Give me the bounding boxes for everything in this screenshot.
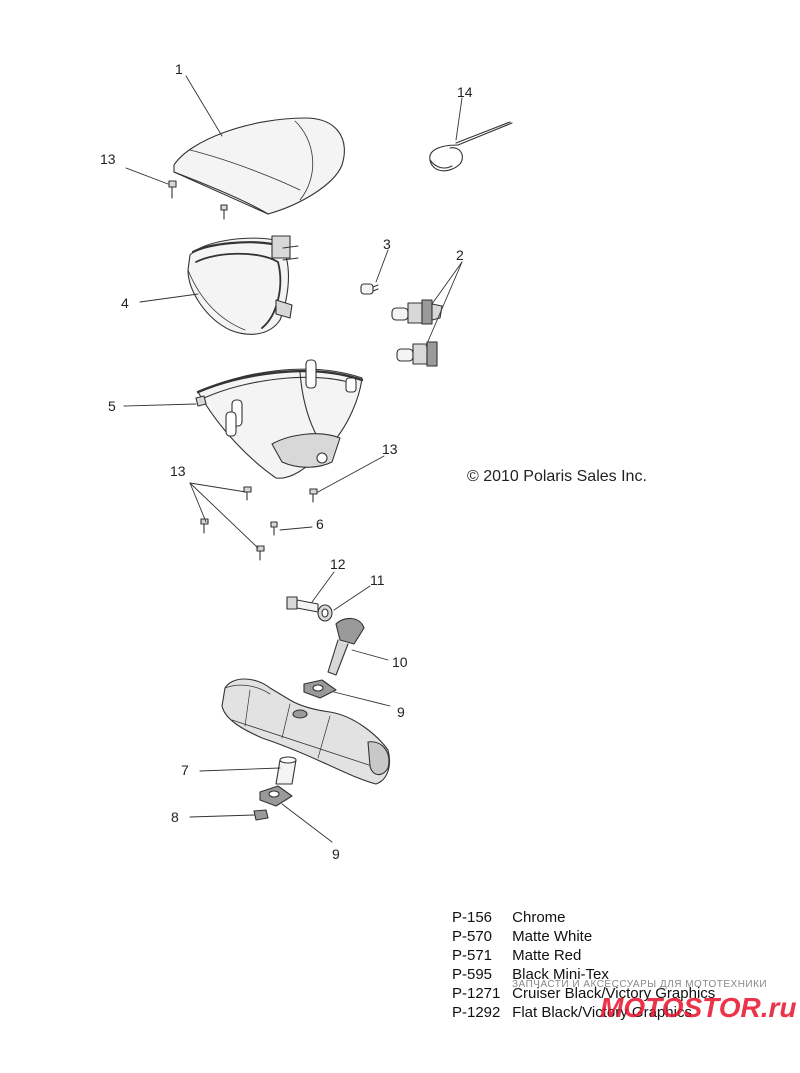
finish-name: Matte White xyxy=(512,928,593,945)
wire-clip-part xyxy=(429,121,513,172)
callout-13: 13 xyxy=(100,151,116,167)
finish-name: Flat Black/Victory Graphics xyxy=(512,1004,692,1021)
screw-part xyxy=(200,518,209,534)
visor-cover-part xyxy=(173,117,345,215)
screw-part xyxy=(270,521,278,536)
triple-clamp-part xyxy=(221,678,391,785)
watermark-caption: ЗАПЧАСТИ И АКСЕССУАРЫ ДЛЯ МОТОТЕХНИКИ xyxy=(512,979,768,990)
mounting-bracket-part xyxy=(327,617,365,676)
callout-13: 13 xyxy=(170,463,186,479)
finish-code: P-570 xyxy=(452,928,493,945)
clamp-part xyxy=(303,679,337,699)
callout-4: 4 xyxy=(121,295,129,311)
callout-2: 2 xyxy=(456,247,464,263)
finish-codes-legend: P-156 Chrome P-570 Matte White P-571 Mat… xyxy=(452,908,715,1022)
finish-name: Cruiser Black/Victory Graphics xyxy=(512,985,716,1002)
callout-8: 8 xyxy=(171,809,179,825)
callout-13: 13 xyxy=(382,441,398,457)
legend-row: P-595 Black Mini-Tex xyxy=(452,965,715,984)
headlight-bulb-part xyxy=(391,299,443,325)
nut-part xyxy=(253,809,269,821)
callout-7: 7 xyxy=(181,762,189,778)
callout-10: 10 xyxy=(392,654,408,670)
callout-5: 5 xyxy=(108,398,116,414)
finish-code: P-595 xyxy=(452,966,493,983)
finish-code: P-156 xyxy=(452,909,493,926)
screw-part xyxy=(243,486,252,501)
screw-part xyxy=(256,545,265,561)
legend-row: P-571 Matte Red xyxy=(452,946,715,965)
copyright-notice: © 2010 Polaris Sales Inc. xyxy=(467,468,647,485)
callout-3: 3 xyxy=(383,236,391,252)
callout-12: 12 xyxy=(330,556,346,572)
screw-part xyxy=(168,180,177,199)
finish-code: P-571 xyxy=(452,947,493,964)
headlight-housing-part xyxy=(187,235,299,335)
callout-14: 14 xyxy=(457,84,473,100)
finish-name: Black Mini-Tex xyxy=(512,966,609,983)
legend-row: P-1271 Cruiser Black/Victory Graphics xyxy=(452,984,715,1003)
bolt-part xyxy=(286,596,319,613)
legend-row: P-156 Chrome xyxy=(452,908,715,927)
callout-9: 9 xyxy=(397,704,405,720)
legend-row: P-1292 Flat Black/Victory Graphics xyxy=(452,1003,715,1022)
small-bulb-part xyxy=(360,283,379,295)
finish-name: Chrome xyxy=(512,909,566,926)
leader-lines xyxy=(123,75,463,843)
watermark-logo: MOTOSTOR.ru xyxy=(600,992,797,1023)
legend-row: P-570 Matte White xyxy=(452,927,715,946)
headlight-bucket-part xyxy=(195,359,364,479)
screw-part xyxy=(309,488,318,503)
clamp-part xyxy=(259,785,293,807)
callout-11: 11 xyxy=(370,572,385,588)
bushing-part xyxy=(317,604,333,622)
callout-1: 1 xyxy=(175,61,183,77)
screw-part xyxy=(220,204,228,220)
headlight-bulb-part xyxy=(396,341,438,367)
sleeve-part xyxy=(275,756,297,785)
callout-6: 6 xyxy=(316,516,324,532)
finish-code: P-1292 xyxy=(452,1004,501,1021)
finish-code: P-1271 xyxy=(452,985,501,1002)
finish-name: Matte Red xyxy=(512,947,582,964)
callout-9: 9 xyxy=(332,846,340,862)
